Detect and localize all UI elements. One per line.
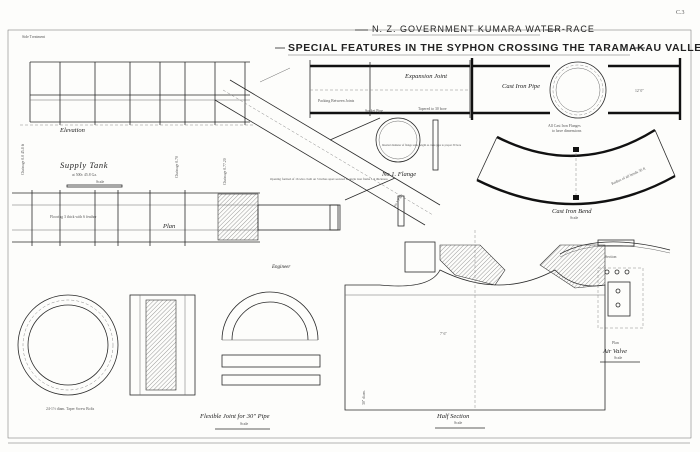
- flanges-sub: to have dimensions: [552, 129, 582, 133]
- spigot-label: Tapered to 30 bore: [418, 107, 447, 111]
- sheet-number: C.3: [676, 10, 685, 16]
- cast-iron-pipe-drawing: Cast Iron Pipe 12' 0" All Cast Iron Flan…: [470, 58, 682, 133]
- flexible-joint-title: Flexible Joint for 30" Pipe: [199, 413, 270, 420]
- air-valve-scale-label: Scale: [614, 356, 623, 360]
- no1-flange-drawing: No 1. Flange Internal diameter of flange…: [375, 117, 462, 178]
- no1-flange-label: No 1. Flange: [381, 171, 416, 178]
- cast-iron-bend-drawing: Radius of all bends 30 ft Cast Iron Bend…: [476, 128, 676, 220]
- header-line: N. Z. GOVERNMENT KUMARA WATER-RACE: [372, 24, 595, 34]
- inclined-syphon-pipe: No 1 Pipe: [214, 67, 441, 227]
- elevation-label: Elevation: [59, 127, 85, 134]
- chainage-left: Chainage 0.0 45.8 ft: [21, 143, 25, 175]
- bend-scale-label: Scale: [570, 216, 579, 220]
- chainage-mid: Chainage 0.70: [175, 156, 179, 178]
- title-block: N. Z. GOVERNMENT KUMARA WATER-RACE SPECI…: [275, 24, 700, 56]
- supply-tank-capacity: at 500c 45.8 Ga.: [72, 173, 97, 177]
- inlet-screen: [217, 193, 259, 241]
- bolts-note: 24-1½ diam. Taper Screw Bolts: [46, 407, 95, 411]
- top-left-note: Side Treatment: [22, 35, 46, 39]
- supply-tank-plan: Flooring 3 thick with 6 feather Plan Ope…: [12, 177, 388, 246]
- flanges-label: All Cast Iron Flanges: [548, 124, 581, 128]
- pipe-length: 12' 0": [635, 89, 644, 93]
- half-section-width: 7' 6": [440, 332, 447, 336]
- air-valve-plan-label: Plan: [612, 341, 619, 345]
- air-valve-title: Air Valve: [602, 348, 627, 355]
- chainage-right: Chainage 0.77.20: [223, 158, 227, 185]
- supply-tank-elevation: Elevation: [20, 61, 255, 134]
- engineer-signature: Engineer: [271, 265, 290, 270]
- expansion-joint-label: Expansion Joint: [404, 73, 447, 80]
- half-section-scale-label: Scale: [454, 421, 463, 425]
- cast-iron-bend-label: Cast Iron Bend: [552, 208, 592, 215]
- bend-radius-note: Radius of all bends 30 ft: [611, 166, 647, 186]
- packing-note: Packing Between Joints: [318, 99, 355, 103]
- svg-text:No 1 Pipe: No 1 Pipe: [392, 193, 403, 208]
- inlet-note: Opening formed of 16 wire cloth on 3 inc…: [270, 177, 388, 181]
- drawing-title: SPECIAL FEATURES IN THE SYPHON CROSSING …: [288, 42, 700, 54]
- half-section-drawing: 7' 6" 30" diam. Half Section Scale: [344, 230, 606, 429]
- supply-tank-title-block: Supply Tank at 500c 45.8 Ga. Scale Chain…: [21, 143, 227, 188]
- scale-bar: [66, 184, 123, 188]
- flooring-note: Flooring 3 thick with 6 feather: [50, 215, 97, 219]
- socket-label: Socket Pipe: [365, 109, 383, 113]
- sheet-border: [7, 29, 692, 439]
- flexible-joint-drawing: 24-1½ diam. Taper Screw Bolts Flexible J…: [17, 291, 321, 430]
- air-valve-section-label: Section: [605, 255, 616, 259]
- supply-tank-title: Supply Tank: [60, 160, 108, 170]
- plan-label: Plan: [162, 223, 175, 230]
- half-section-bore: 30" diam.: [362, 390, 366, 405]
- flexible-joint-scale-label: Scale: [240, 422, 249, 426]
- supply-tank-scale-label: Scale: [96, 180, 105, 184]
- expansion-joint-drawing: Expansion Joint Packing Between Joints S…: [309, 60, 471, 118]
- half-section-title: Half Section: [436, 413, 469, 420]
- flange-note: Internal diameter of flange same length …: [382, 144, 462, 147]
- cast-iron-pipe-label: Cast Iron Pipe: [502, 83, 540, 90]
